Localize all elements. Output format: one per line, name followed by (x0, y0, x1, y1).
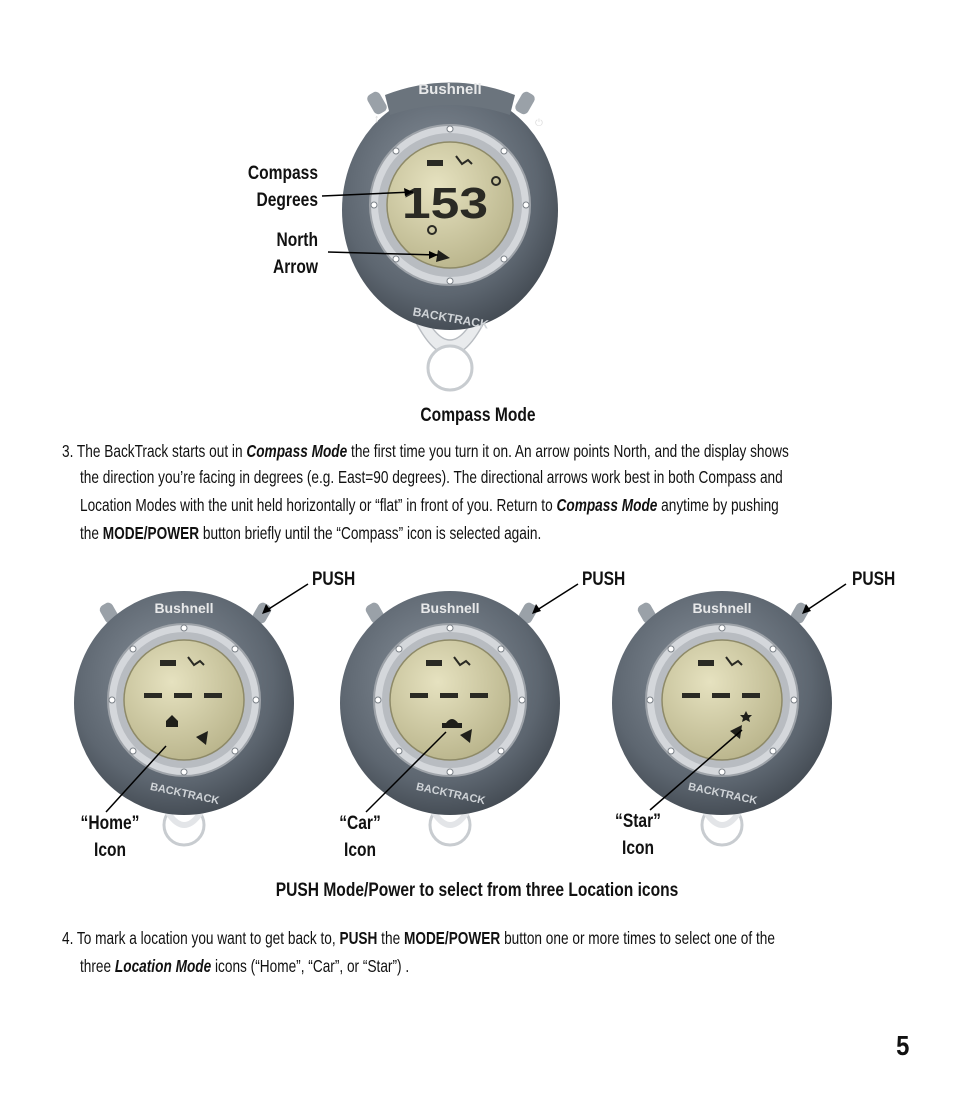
compass-device-illustration: 153 Bushnell BACKTRACK ↕ ⏻ (342, 81, 558, 392)
step3-line4: the MODE/POWER button briefly until the … (80, 523, 542, 543)
direction-arrow-icon (196, 731, 208, 745)
figure2-caption: PUSH Mode/Power to select from three Loc… (275, 880, 679, 901)
figure1-caption: Compass Mode (420, 405, 536, 426)
direction-arrow-icon (460, 729, 472, 743)
home-icon-label-line2: Icon (93, 840, 127, 861)
svg-text:Bushnell: Bushnell (692, 600, 751, 616)
svg-text:Bushnell: Bushnell (420, 600, 479, 616)
page-number: 5 (896, 1030, 910, 1061)
label-north-line1: North (276, 230, 318, 251)
device-star-illustration: Bushnell BACKTRACK (612, 591, 832, 847)
label-north-line2: Arrow (272, 257, 318, 278)
car-icon (442, 719, 462, 728)
home-icon-label-line1: “Home” (80, 813, 140, 834)
svg-text:Bushnell: Bushnell (154, 600, 213, 616)
home-icon (166, 715, 178, 727)
direction-arrow-icon (730, 725, 742, 739)
compass-degrees-readout: 153 (402, 179, 488, 228)
label-compass-line1: Compass (247, 163, 318, 184)
device-car-illustration: Bushnell BACKTRACK (340, 591, 560, 847)
device-home-illustration: Bushnell BACKTRACK (74, 591, 294, 847)
star-icon-label-line2: Icon (621, 838, 655, 859)
push-label-1: PUSH (312, 569, 356, 590)
car-icon-label-line2: Icon (343, 840, 377, 861)
push-label-2: PUSH (582, 569, 626, 590)
svg-text:↕: ↕ (374, 113, 380, 125)
car-icon-label-line1: “Car” (339, 813, 381, 834)
step3-line2: the direction you’re facing in degrees (… (80, 467, 783, 487)
label-compass-line2: Degrees (256, 190, 319, 211)
star-icon-label-line1: “Star” (615, 811, 661, 832)
figure1-leader-lines (321, 188, 439, 259)
step3-line3: Location Modes with the unit held horizo… (80, 495, 779, 515)
figure2-leader-lines (105, 583, 847, 813)
step4-line2: three Location Mode icons (“Home”, “Car”… (80, 956, 410, 976)
step4-line1: 4. To mark a location you want to get ba… (62, 928, 775, 948)
step3-line1: 3. The BackTrack starts out in Compass M… (62, 441, 789, 461)
push-label-3: PUSH (852, 569, 896, 590)
brand-logo: Bushnell (418, 81, 481, 98)
north-arrow-icon (436, 250, 450, 262)
svg-text:⏻: ⏻ (535, 118, 543, 129)
star-icon (740, 711, 752, 722)
